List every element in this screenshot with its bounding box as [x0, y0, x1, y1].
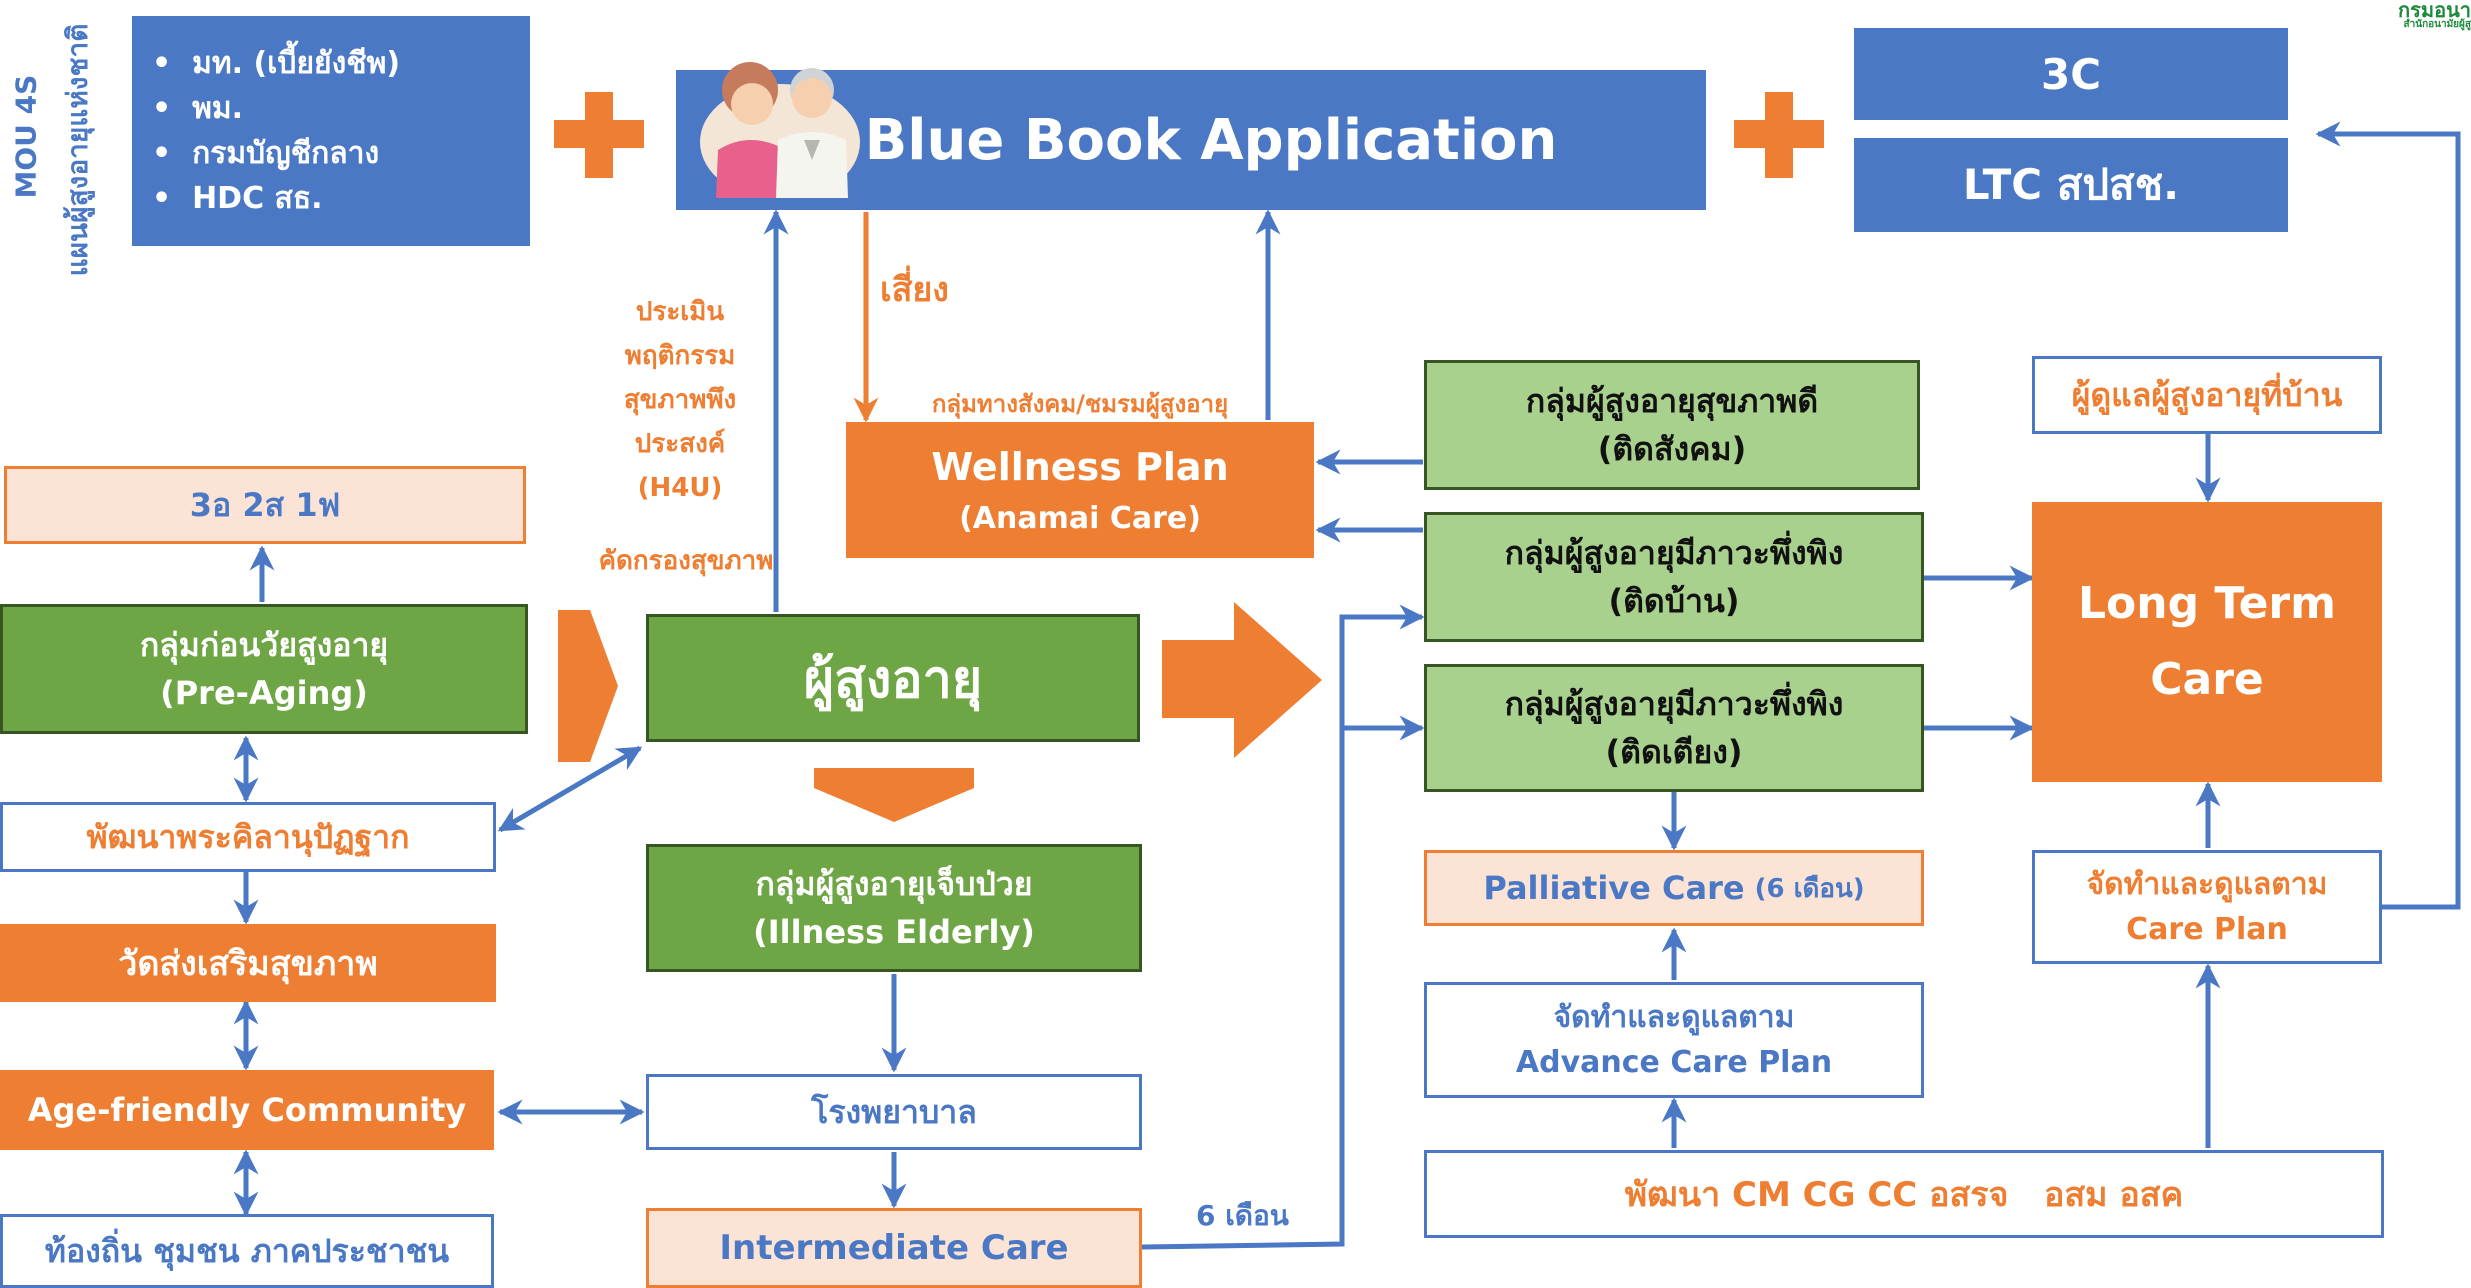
- homebound-group-title: กลุ่มผู้สูงอายุมีภาวะพึ่งพิง: [1504, 534, 1844, 572]
- palliative-care-label: Palliative Care: [1483, 869, 1745, 907]
- app-title: Blue Book Application: [864, 107, 1558, 173]
- elderly-box: ผู้สูงอายุ: [646, 614, 1140, 742]
- wellness-title: Wellness Plan: [931, 445, 1229, 489]
- arrow-temple-elderly: [497, 745, 643, 833]
- illness-box: กลุ่มผู้สูงอายุเจ็บป่วย (Illness Elderly…: [646, 844, 1142, 972]
- develop-box: พัฒนา CM CG CC อสรจ อสม อสค: [1424, 1150, 2384, 1238]
- homebound-group-subtitle: (ติดบ้าน): [1608, 582, 1740, 620]
- pre-aging-title: กลุ่มก่อนวัยสูงอายุ: [139, 626, 389, 664]
- elderly-label: ผู้สูงอายุ: [803, 649, 983, 710]
- care-plan-box: จัดทำและดูแลตาม Care Plan: [2032, 850, 2382, 964]
- temple-dev-label: พัฒนาพระคิลานุปัฏฐาก: [86, 817, 410, 856]
- block-arrow-elderly-to-groups: [1162, 602, 1322, 758]
- arrow-careplan-to-ltc-nhso: [2315, 121, 2461, 910]
- wellness-subtitle: (Anamai Care): [959, 501, 1201, 536]
- three-c-label: 3C: [2040, 49, 2102, 99]
- social-group-label: กลุ่มทางสังคม/ชมรมผู้สูงอายุ: [931, 390, 1229, 418]
- bedbound-group-title: กลุ่มผู้สูงอายุมีภาวะพึ่งพิง: [1504, 685, 1844, 723]
- palliative-care-duration: (6 เดือน): [1754, 873, 1865, 904]
- three-o-label: 3อ 2ส 1ฟ: [189, 485, 341, 524]
- community-label: Age-friendly Community: [27, 1091, 467, 1129]
- elderly-couple-illustration: [700, 62, 860, 198]
- intermediate-care-box: Intermediate Care: [646, 1208, 1142, 1288]
- mou-item: • HDC สธ.: [152, 181, 323, 216]
- healthy-group-subtitle: (ติดสังคม): [1597, 430, 1747, 468]
- three-o-box: 3อ 2ส 1ฟ: [4, 466, 526, 544]
- acp-box: จัดทำและดูแลตาม Advance Care Plan: [1424, 982, 1924, 1098]
- logo-text: กรมอนา: [2398, 0, 2471, 22]
- hospital-label: โรงพยาบาล: [811, 1092, 977, 1131]
- care-plan-subtitle: Care Plan: [2126, 912, 2288, 947]
- mou-item: • กรมบัญชีกลาง: [152, 136, 380, 171]
- homebound-group-box: กลุ่มผู้สูงอายุมีภาวะพึ่งพิง (ติดบ้าน): [1424, 512, 1924, 642]
- mou-subtitle: แผนผู้สูงอายุแห่งชาติ: [61, 23, 94, 277]
- local-box: ท้องถิ่น ชุมชน ภาคประชาชน: [0, 1214, 494, 1288]
- department-logo: กรมอนา สำนักอนามัยผู้สู: [2380, 0, 2471, 30]
- ltc-title: Long Term: [2078, 578, 2336, 629]
- healthy-group-title: กลุ่มผู้สูงอายุสุขภาพดี: [1525, 382, 1819, 420]
- three-c-box: 3C: [1854, 28, 2288, 120]
- block-arrow-elderly-to-illness: [814, 768, 974, 822]
- mou-item: • พม.: [152, 91, 244, 126]
- ltc-nhso-label: LTC สปสช.: [1962, 160, 2180, 209]
- acp-title: จัดทำและดูแลตาม: [1553, 1000, 1795, 1035]
- intermediate-care-label: Intermediate Care: [719, 1228, 1069, 1268]
- illness-subtitle: (Illness Elderly): [753, 913, 1035, 951]
- long-term-care-box: Long Term Care: [2032, 502, 2382, 782]
- develop-label: พัฒนา CM CG CC อสรจ อสม อสค: [1624, 1175, 2184, 1215]
- acp-subtitle: Advance Care Plan: [1515, 1045, 1833, 1080]
- arrow-intermediate-to-home: [1141, 604, 1425, 1250]
- screening-label: คัดกรองสุขภาพ: [598, 546, 774, 576]
- bedbound-group-box: กลุ่มผู้สูงอายุมีภาวะพึ่งพิง (ติดเตียง): [1424, 664, 1924, 792]
- caregiver-box: ผู้ดูแลผู้สูงอายุที่บ้าน: [2032, 356, 2382, 434]
- risk-label: เสี่ยง: [880, 270, 949, 310]
- ltc-nhso-box: LTC สปสช.: [1854, 138, 2288, 232]
- mou-title: MOU 4S: [9, 74, 43, 199]
- healthy-group-box: กลุ่มผู้สูงอายุสุขภาพดี (ติดสังคม): [1424, 360, 1920, 490]
- local-label: ท้องถิ่น ชุมชน ภาคประชาชน: [44, 1231, 450, 1270]
- ltc-subtitle: Care: [2150, 654, 2264, 705]
- palliative-care-box: Palliative Care (6 เดือน): [1424, 850, 1924, 926]
- six-months-label: 6 เดือน: [1196, 1199, 1289, 1232]
- caregiver-label: ผู้ดูแลผู้สูงอายุที่บ้าน: [2071, 375, 2343, 414]
- hospital-box: โรงพยาบาล: [646, 1074, 1142, 1150]
- mou-partner-list: • มท. (เบี้ยยังชีพ) • พม. • กรมบัญชีกลาง…: [132, 16, 530, 246]
- assessment-label: ประเมิน พฤติกรรม สุขภาพพึง ประสงค์ (H4U): [623, 297, 737, 503]
- wellness-plan-box: Wellness Plan (Anamai Care): [846, 422, 1314, 558]
- bedbound-group-subtitle: (ติดเตียง): [1605, 733, 1743, 771]
- temple-box: วัดส่งเสริมสุขภาพ: [0, 924, 496, 1002]
- block-arrow-preaging-to-elderly: [558, 610, 618, 762]
- temple-dev-box: พัฒนาพระคิลานุปัฏฐาก: [0, 802, 496, 872]
- temple-label: วัดส่งเสริมสุขภาพ: [118, 944, 378, 984]
- illness-title: กลุ่มผู้สูงอายุเจ็บป่วย: [755, 865, 1033, 903]
- pre-aging-box: กลุ่มก่อนวัยสูงอายุ (Pre-Aging): [0, 604, 528, 734]
- care-plan-title: จัดทำและดูแลตาม: [2086, 867, 2328, 902]
- mou-item: • มท. (เบี้ยยังชีพ): [152, 46, 401, 81]
- community-box: Age-friendly Community: [0, 1070, 494, 1150]
- logo-subtext: สำนักอนามัยผู้สู: [2403, 19, 2471, 30]
- pre-aging-subtitle: (Pre-Aging): [160, 674, 368, 712]
